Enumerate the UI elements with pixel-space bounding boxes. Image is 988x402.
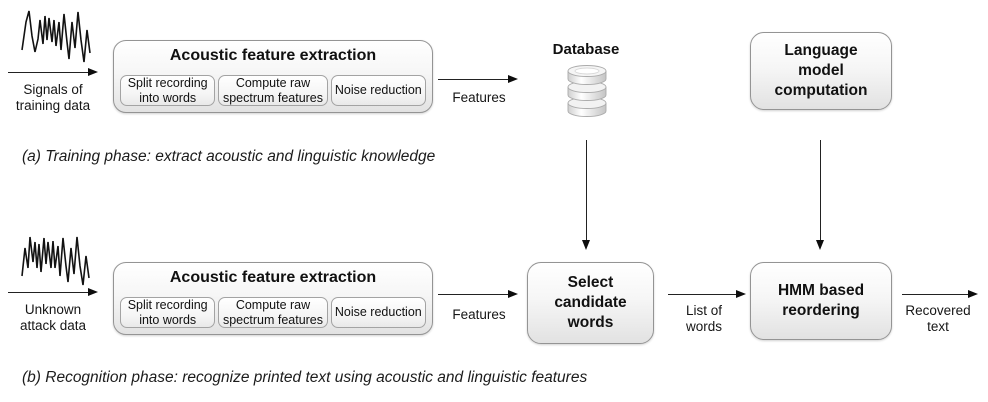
step-split-recording: Split recording into words bbox=[120, 75, 216, 106]
step-noise-reduction: Noise reduction bbox=[330, 75, 426, 106]
arrow-select-to-hmm bbox=[668, 289, 746, 298]
waveform-training-icon bbox=[21, 10, 91, 63]
recovered-text-label: Recovered text bbox=[905, 303, 971, 334]
features-label-b: Features bbox=[452, 307, 506, 322]
training-source-label: Signals of training data bbox=[15, 82, 91, 113]
arrow-hmm-to-output bbox=[902, 289, 978, 298]
acoustic-steps-row: Split recording into words Compute raw s… bbox=[120, 297, 426, 328]
list-of-words-label: List of words bbox=[685, 303, 723, 334]
select-candidate-words-box: Select candidate words bbox=[527, 262, 654, 344]
acoustic-feature-extraction-box-b: Acoustic feature extraction Split record… bbox=[113, 262, 433, 335]
arrow-acoustic-to-select bbox=[438, 289, 518, 298]
step-noise-reduction: Noise reduction bbox=[330, 297, 426, 328]
acoustic-box-title: Acoustic feature extraction bbox=[169, 269, 377, 286]
acoustic-feature-extraction-box-a: Acoustic feature extraction Split record… bbox=[113, 40, 433, 113]
waveform-attack-icon bbox=[21, 236, 90, 286]
attack-source-label: Unknown attack data bbox=[19, 302, 87, 333]
database-icon bbox=[567, 65, 607, 117]
acoustic-steps-row: Split recording into words Compute raw s… bbox=[120, 75, 426, 106]
language-model-computation-box: Language model computation bbox=[750, 32, 892, 110]
database-label: Database bbox=[552, 41, 620, 58]
features-label-a: Features bbox=[452, 90, 506, 105]
acoustic-box-title: Acoustic feature extraction bbox=[169, 47, 377, 64]
step-compute-spectrum: Compute raw spectrum features bbox=[218, 75, 328, 106]
arrow-languagemodel-to-hmm bbox=[815, 140, 824, 250]
step-split-recording: Split recording into words bbox=[120, 297, 216, 328]
arrow-database-to-select bbox=[581, 140, 590, 250]
step-compute-spectrum: Compute raw spectrum features bbox=[218, 297, 328, 328]
caption-training-phase: (a) Training phase: extract acoustic and… bbox=[22, 148, 436, 165]
arrow-attack-to-acoustic bbox=[8, 287, 98, 296]
hmm-based-reordering-box: HMM based reordering bbox=[750, 262, 892, 340]
arrow-signals-to-acoustic bbox=[8, 67, 98, 76]
arrow-acoustic-to-database bbox=[438, 74, 518, 83]
caption-recognition-phase: (b) Recognition phase: recognize printed… bbox=[22, 369, 588, 386]
